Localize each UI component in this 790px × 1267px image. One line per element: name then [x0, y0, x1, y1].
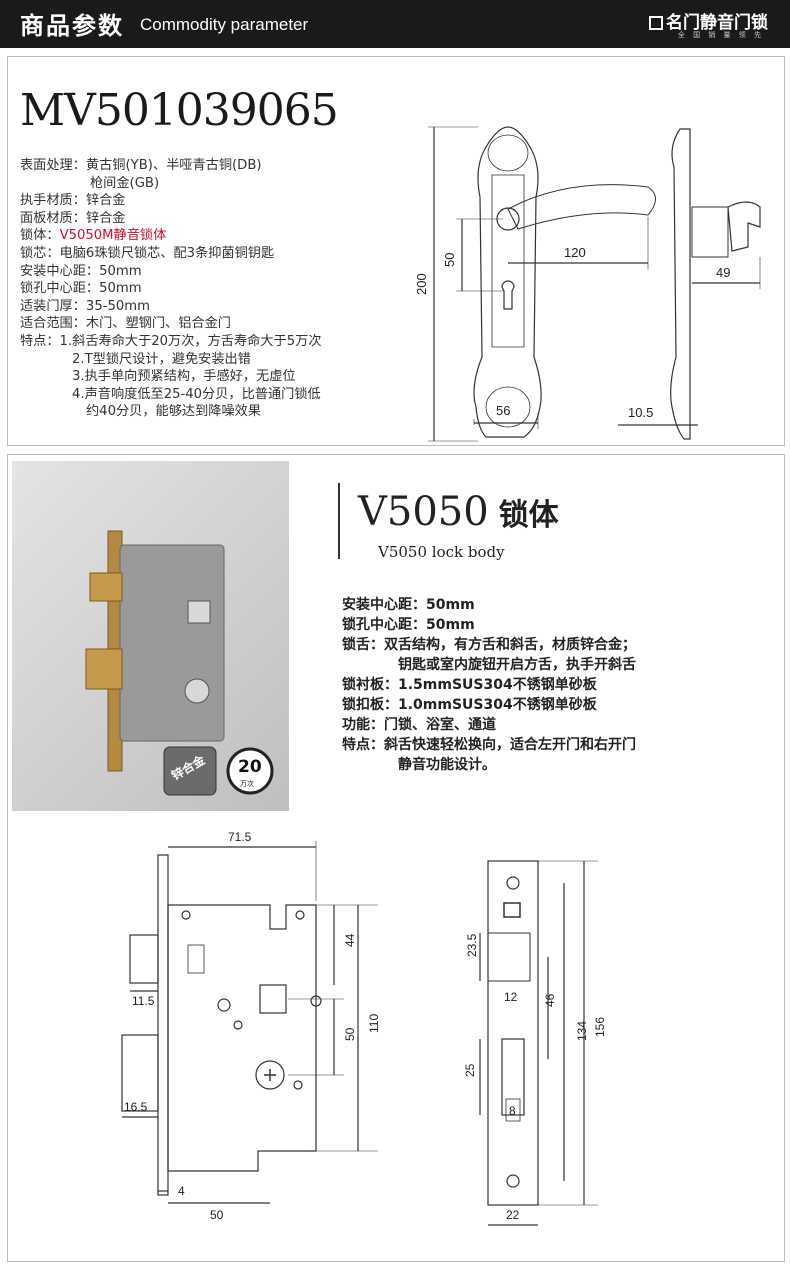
lock-spec-row: 锁衬板：1.5mmSUS304不锈钢单砂板 [342, 677, 597, 693]
dead-bolt [121, 1034, 159, 1112]
spec-row: 3.执手单向预紧结构，手感好，无虚位 [72, 369, 296, 385]
model-number: MV501039065 [20, 85, 339, 136]
lever-handle [507, 184, 656, 230]
lock-spec-row: 功能：门锁、浴室、通道 [342, 717, 496, 733]
handle-side-view [670, 128, 691, 440]
lock-body-panel: 锌合金 20 万次 V5050 锁体 V5050 lock body 安装中心距：… [7, 454, 785, 1262]
dim-strike-mid: 46 [543, 993, 557, 1007]
title-divider [338, 483, 340, 559]
spec-row: 执手材质：锌合金 [20, 193, 126, 209]
lock-body-illustration [85, 530, 274, 796]
dim-strike-width: 22 [506, 1208, 520, 1222]
dim-plate-width-label: 56 [496, 403, 510, 418]
lock-body-spec-list: 安装中心距：50mm 锁孔中心距：50mm 锁舌：双舌结构，有方舌和斜舌，材质锌合金… [342, 595, 636, 775]
spec-row: 锁体：V5050M静音锁体 [20, 227, 322, 245]
dim-latch-hole: 23.5 [465, 933, 479, 957]
brand-mark-icon [649, 16, 663, 30]
lower-rose-ornament [485, 386, 531, 428]
lock-body-photo: 锌合金 20 万次 [12, 461, 289, 811]
faceplate [157, 854, 169, 1196]
dim-plate: 4 [178, 1184, 185, 1198]
brand-name: 名门静音门锁 [666, 13, 768, 33]
lock-body-model: V5050 [358, 489, 489, 535]
dim-bolt-hole: 25 [463, 1063, 477, 1077]
dim-body-height: 110 [367, 1014, 381, 1033]
dim-top-offset: 44 [343, 933, 357, 947]
spec-row: 2.T型锁尺设计，避免安装出错 [72, 351, 251, 367]
lock-body-dimension-drawing: 71.5 44 110 50 11.5 16.5 4 50 156 134 46… [121, 830, 607, 1226]
dim-thickness-label: 10.5 [628, 405, 653, 420]
dim-latch: 11.5 [132, 994, 155, 1008]
strike-brand-icon [503, 902, 521, 918]
dim-handle-length-label: 120 [564, 245, 586, 260]
dim-latch-width: 12 [504, 990, 518, 1004]
lock-spec-row: 安装中心距：50mm [342, 597, 475, 613]
dim-strike-inner: 134 [575, 1021, 589, 1041]
strike-plate [487, 860, 539, 1206]
lock-spec-row: 锁扣板：1.0mmSUS304不锈钢单砂板 [342, 697, 597, 713]
spec-row: 表面处理：黄古铜(YB)、半哑青古铜(DB) [20, 158, 262, 173]
spec-row: 4.声音响度低至25-40分贝，比普通门锁低 [72, 386, 321, 402]
dim-bolt: 16.5 [124, 1100, 148, 1114]
lock-body-subtitle: V5050 lock body [378, 543, 505, 561]
product-panel: MV501039065 表面处理：黄古铜(YB)、半哑青古铜(DB) 枪间金(GB… [7, 56, 785, 446]
dim-depth-label: 49 [716, 265, 730, 280]
dim-bolt-width: 8 [509, 1104, 516, 1118]
dim-body-center: 50 [343, 1027, 357, 1041]
lock-body-model-highlight: V5050M静音锁体 [59, 228, 167, 244]
header-title-en: Commodity parameter [140, 15, 309, 34]
spec-row: 枪间金(GB) [90, 175, 160, 191]
dim-height-label: 200 [414, 273, 429, 295]
spec-row: 锁芯：电脑6珠锁尺锁芯、配3条抑菌铜钥匙 [20, 245, 275, 261]
brand-logo: 名门静音门锁 [649, 8, 768, 33]
dim-strike-height: 156 [593, 1017, 607, 1037]
latch-bolt [129, 934, 159, 984]
lock-spec-row: 特点：斜舌快速轻松换向，适合左开门和右开门 [342, 737, 636, 753]
brand-slogan: 全 国 销 量 领 先 [677, 31, 764, 39]
spec-label: 锁体： [20, 228, 60, 244]
lock-spec-row: 锁孔中心距：50mm [342, 617, 475, 633]
keyhole-icon [501, 280, 515, 310]
life-badge-number: 20 [238, 757, 262, 777]
cylinder-hole [255, 1060, 285, 1090]
spindle-square [259, 984, 287, 1014]
handle-dimension-drawing: 200 50 120 56 49 10.5 [414, 126, 761, 442]
product-spec-list: 表面处理：黄古铜(YB)、半哑青古铜(DB) 枪间金(GB) 执手材质：锌合金面板材… [20, 157, 322, 421]
dim-body-width: 71.5 [228, 830, 252, 844]
page-header: 商品参数 Commodity parameter 名门静音门锁 全 国 销 量 … [0, 0, 790, 48]
dim-center-label: 50 [442, 253, 457, 267]
lock-body-model-cn: 锁体 [498, 498, 559, 533]
dim-backset: 50 [210, 1208, 224, 1222]
handle-plate-outline [473, 126, 542, 438]
lock-spec-row: 锁舌：双舌结构，有方舌和斜舌，材质锌合金； [342, 637, 636, 653]
spec-row: 面板材质：锌合金 [20, 210, 126, 226]
spec-row: 适合范围：木门、塑钢门、铝合金门 [20, 316, 231, 332]
spec-row: 特点：1.斜舌寿命大于20万次，方舌寿命大于5万次 [20, 333, 322, 349]
life-badge-unit: 万次 [240, 780, 254, 788]
upper-rose-ornament [487, 134, 529, 172]
spec-row: 安装中心距：50mm [20, 263, 142, 279]
spec-row: 约40分贝，能够达到降噪效果 [86, 404, 262, 420]
lock-spec-row: 钥匙或室内旋钮开启方舌，执手开斜舌 [398, 657, 636, 673]
lock-spec-row: 静音功能设计。 [398, 757, 496, 773]
spec-row: 适装门厚：35-50mm [20, 298, 150, 314]
header-title-cn: 商品参数 [20, 12, 124, 40]
spec-row: 锁孔中心距：50mm [20, 281, 142, 297]
